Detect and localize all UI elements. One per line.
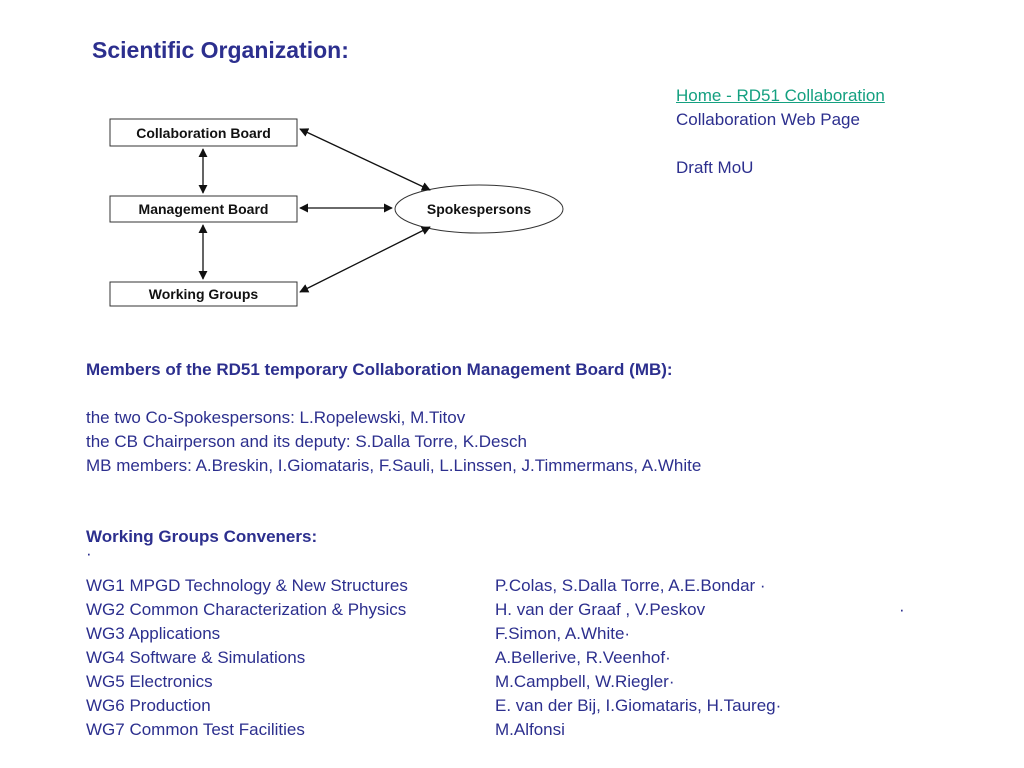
wg-name: WG1 MPGD Technology & New Structures — [86, 576, 408, 595]
wg-extra-bullet: · — [899, 600, 905, 619]
wg-row: WG1 MPGD Technology & New Structures P.C… — [86, 574, 905, 598]
organization-diagram: Collaboration Board Management Board Wor… — [109, 118, 564, 307]
collaboration-board-label: Collaboration Board — [136, 125, 271, 141]
home-rd51-link[interactable]: Home - RD51 Collaboration — [676, 86, 885, 105]
wg-conveners: F.Simon, A.White· — [495, 624, 631, 643]
wg-row: WG6 Production E. van der Bij, I.Giomata… — [86, 694, 905, 718]
wg-row: WG3 Applications F.Simon, A.White· — [86, 622, 905, 646]
wg-row: WG2 Common Characterization & Physics H.… — [86, 598, 905, 622]
wg-name: WG5 Electronics — [86, 672, 213, 691]
spokespersons-label: Spokespersons — [427, 201, 531, 217]
draft-mou-text: Draft MoU — [676, 158, 754, 177]
wg-name: WG3 Applications — [86, 624, 221, 643]
mb-line: the two Co-Spokespersons: L.Ropelewski, … — [86, 408, 466, 427]
management-board-box — [109, 195, 298, 223]
wg-row: WG7 Common Test Facilities M.Alfonsi — [86, 718, 905, 742]
wg-conveners: H. van der Graaf , V.Peskov — [495, 600, 706, 619]
cb-spokes-arrow — [299, 128, 431, 191]
wg-conveners: M.Alfonsi — [495, 720, 565, 739]
mb-members-list: the two Co-Spokespersons: L.Ropelewski, … — [86, 406, 701, 478]
wg-name: WG4 Software & Simulations — [86, 648, 306, 667]
links-panel: Home - RD51 Collaboration Collaboration … — [676, 84, 885, 180]
spacer — [676, 132, 885, 156]
wg-conveners: M.Campbell, W.Riegler· — [495, 672, 675, 691]
mb-line: the CB Chairperson and its deputy: S.Dal… — [86, 432, 527, 451]
wg-name: WG2 Common Characterization & Physics — [86, 600, 407, 619]
mb-line: MB members: A.Breskin, I.Giomataris, F.S… — [86, 456, 702, 475]
wg-row: WG4 Software & Simulations A.Bellerive, … — [86, 646, 905, 670]
wg-conveners: A.Bellerive, R.Veenhof· — [495, 648, 671, 667]
mb-heading: Members of the RD51 temporary Collaborat… — [86, 360, 673, 379]
wg-name: WG6 Production — [86, 696, 211, 715]
wg-table: WG1 MPGD Technology & New Structures P.C… — [86, 574, 905, 742]
wg-heading: Working Groups Conveners: — [86, 527, 318, 546]
spokespersons-ellipse — [394, 184, 564, 234]
wg-spokes-arrow — [299, 226, 431, 293]
collaboration-web-page-text: Collaboration Web Page — [676, 110, 860, 129]
wg-conveners: P.Colas, S.Dalla Torre, A.E.Bondar · — [495, 576, 766, 595]
working-groups-label: Working Groups — [149, 286, 259, 302]
wg-conveners: E. van der Bij, I.Giomataris, H.Taureg· — [495, 696, 782, 715]
wg-row: WG5 Electronics M.Campbell, W.Riegler· — [86, 670, 905, 694]
wg-bullet: · — [86, 544, 92, 563]
page-title: Scientific Organization: — [92, 37, 349, 63]
management-board-label: Management Board — [139, 201, 269, 217]
wg-heading-block: Working Groups Conveners: · — [86, 527, 318, 563]
wg-name: WG7 Common Test Facilities — [86, 720, 305, 739]
working-groups-box — [109, 281, 298, 307]
collaboration-board-box — [109, 118, 298, 147]
